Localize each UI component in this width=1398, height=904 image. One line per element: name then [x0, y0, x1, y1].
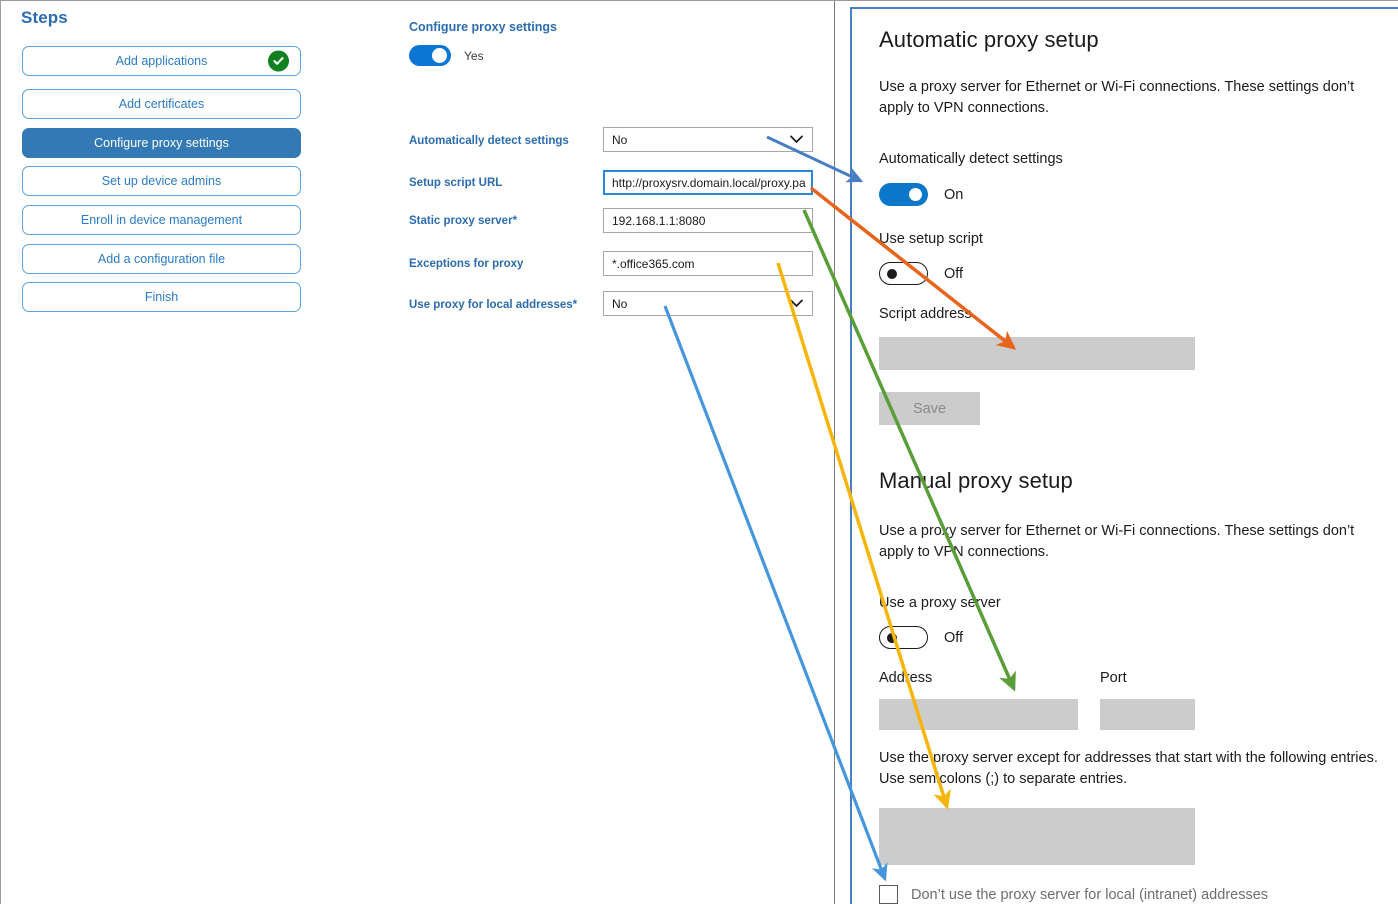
- label-use-a-proxy-server: Use a proxy server: [879, 595, 1001, 611]
- input-script-address[interactable]: [879, 337, 1195, 370]
- automatic-proxy-setup-heading: Automatic proxy setup: [879, 27, 1099, 52]
- input-value: http://proxysrv.domain.local/proxy.pa: [612, 175, 806, 190]
- toggle-knob: [432, 48, 447, 63]
- steps-panel: Steps Add applications Add certificates …: [1, 1, 331, 904]
- toggle-switch-on[interactable]: [879, 183, 928, 206]
- input-value: 192.168.1.1:8080: [612, 213, 706, 228]
- save-button-label: Save: [912, 400, 947, 417]
- label-text: Static proxy server: [409, 215, 513, 227]
- label-use-proxy-for-local-addresses: Use proxy for local addresses*: [409, 299, 577, 311]
- required-asterisk: *: [512, 215, 518, 227]
- select-value: No: [612, 132, 628, 147]
- step-item-set-up-device-admins[interactable]: Set up device admins: [22, 166, 301, 196]
- step-item-finish[interactable]: Finish: [22, 282, 301, 312]
- select-use-proxy-for-local-addresses[interactable]: No: [603, 291, 813, 316]
- toggle-knob: [909, 188, 922, 201]
- input-exceptions-for-proxy[interactable]: *.office365.com: [603, 251, 813, 276]
- proxy-exceptions-description: Use the proxy server except for addresse…: [879, 750, 1378, 787]
- manual-proxy-setup-heading: Manual proxy setup: [879, 468, 1073, 493]
- manual-proxy-setup-description: Use a proxy server for Ethernet or Wi-Fi…: [879, 523, 1355, 560]
- save-button[interactable]: Save: [879, 392, 980, 425]
- toggle-knob: [887, 269, 897, 279]
- label-text: Automatically detect settings: [409, 135, 569, 147]
- step-label: Enroll in device management: [80, 213, 243, 227]
- windows-proxy-settings-panel: Automatic proxy setup Use a proxy server…: [850, 7, 1398, 904]
- step-item-add-applications[interactable]: Add applications: [22, 46, 301, 76]
- input-port[interactable]: [1100, 699, 1195, 730]
- form-heading: Configure proxy settings: [409, 20, 557, 34]
- step-label: Add applications: [115, 54, 208, 68]
- chevron-down-icon: [790, 133, 803, 147]
- proxy-form-panel: Configure proxy settings Yes Automatical…: [331, 1, 833, 904]
- chevron-down-icon: [790, 297, 803, 311]
- label-automatically-detect-settings: Automatically detect settings: [409, 135, 569, 147]
- label-setup-script-url: Setup script URL: [409, 177, 502, 189]
- toggle-knob: [887, 633, 897, 643]
- label-static-proxy-server: Static proxy server*: [409, 215, 517, 227]
- toggle-state-label: Off: [944, 629, 964, 646]
- step-label: Configure proxy settings: [94, 136, 229, 150]
- select-value: No: [612, 296, 628, 311]
- label-exceptions-for-proxy: Exceptions for proxy: [409, 258, 523, 270]
- step-item-add-a-configuration-file[interactable]: Add a configuration file: [22, 244, 301, 274]
- label-script-address: Script address: [879, 306, 972, 322]
- toggle-switch-off[interactable]: [879, 262, 928, 285]
- check-circle-icon: [268, 50, 289, 72]
- checkbox-row-bypass-local-addresses[interactable]: Don’t use the proxy server for local (in…: [879, 885, 1268, 904]
- toggle-use-a-proxy-server[interactable]: Off: [879, 626, 963, 649]
- step-item-configure-proxy-settings[interactable]: Configure proxy settings: [22, 128, 301, 158]
- step-item-add-certificates[interactable]: Add certificates: [22, 89, 301, 119]
- checkbox-label: Don’t use the proxy server for local (in…: [911, 886, 1269, 903]
- step-label: Set up device admins: [101, 174, 222, 188]
- required-asterisk: *: [572, 299, 578, 311]
- label-address: Address: [879, 670, 933, 686]
- automatic-proxy-setup-description: Use a proxy server for Ethernet or Wi-Fi…: [879, 79, 1355, 116]
- step-label: Add certificates: [118, 97, 205, 111]
- step-label: Add a configuration file: [97, 252, 226, 266]
- label-port: Port: [1100, 670, 1127, 686]
- panel-divider: [834, 1, 835, 904]
- step-label: Finish: [144, 290, 179, 304]
- toggle-use-setup-script[interactable]: Off: [879, 262, 963, 285]
- input-address[interactable]: [879, 699, 1078, 730]
- label-text: Setup script URL: [409, 177, 503, 189]
- toggle-switch-off[interactable]: [879, 626, 928, 649]
- label-text: Exceptions for proxy: [409, 258, 524, 270]
- label-automatically-detect-settings: Automatically detect settings: [879, 151, 1063, 167]
- toggle-state-label: Off: [944, 265, 964, 282]
- input-setup-script-url[interactable]: http://proxysrv.domain.local/proxy.pa: [603, 170, 813, 195]
- checkbox-bypass-local-addresses[interactable]: [879, 885, 898, 904]
- input-value: *.office365.com: [612, 256, 695, 271]
- label-text: Use proxy for local addresses: [409, 299, 573, 311]
- configure-proxy-toggle-row[interactable]: Yes: [409, 45, 484, 66]
- steps-panel-title: Steps: [21, 8, 68, 27]
- toggle-automatically-detect-settings[interactable]: On: [879, 183, 963, 206]
- select-automatically-detect-settings[interactable]: No: [603, 127, 813, 152]
- configure-proxy-toggle[interactable]: [409, 45, 451, 66]
- input-proxy-exceptions[interactable]: [879, 808, 1195, 865]
- input-static-proxy-server[interactable]: 192.168.1.1:8080: [603, 208, 813, 233]
- step-item-enroll-in-device-management[interactable]: Enroll in device management: [22, 205, 301, 235]
- label-use-setup-script: Use setup script: [879, 231, 983, 247]
- toggle-state-label: On: [944, 186, 964, 203]
- configure-proxy-toggle-label: Yes: [464, 48, 484, 63]
